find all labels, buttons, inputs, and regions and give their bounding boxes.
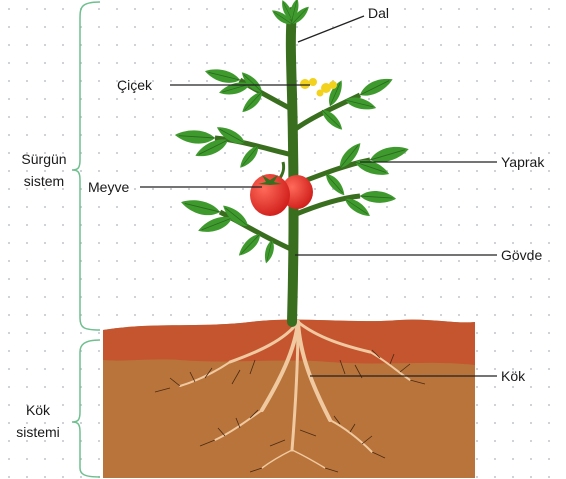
root-system-label-line1: Kök <box>26 402 51 418</box>
root-system-brace <box>72 340 100 477</box>
label-fruit: Meyve <box>88 179 129 195</box>
label-flower: Çiçek <box>117 77 153 93</box>
shoot-system-label-line1: Sürgün <box>21 151 66 167</box>
stem-drawing <box>215 12 370 322</box>
label-root: Kök <box>501 368 526 384</box>
label-stem: Gövde <box>501 247 542 263</box>
soil <box>103 320 475 478</box>
shoot-system-label-line2: sistem <box>24 173 64 189</box>
tomatoes <box>250 162 313 216</box>
root-system-label-line2: sistemi <box>16 424 60 440</box>
label-branch: Dal <box>368 5 389 21</box>
label-leaf: Yaprak <box>501 154 545 170</box>
shoot-system-brace <box>72 2 100 330</box>
